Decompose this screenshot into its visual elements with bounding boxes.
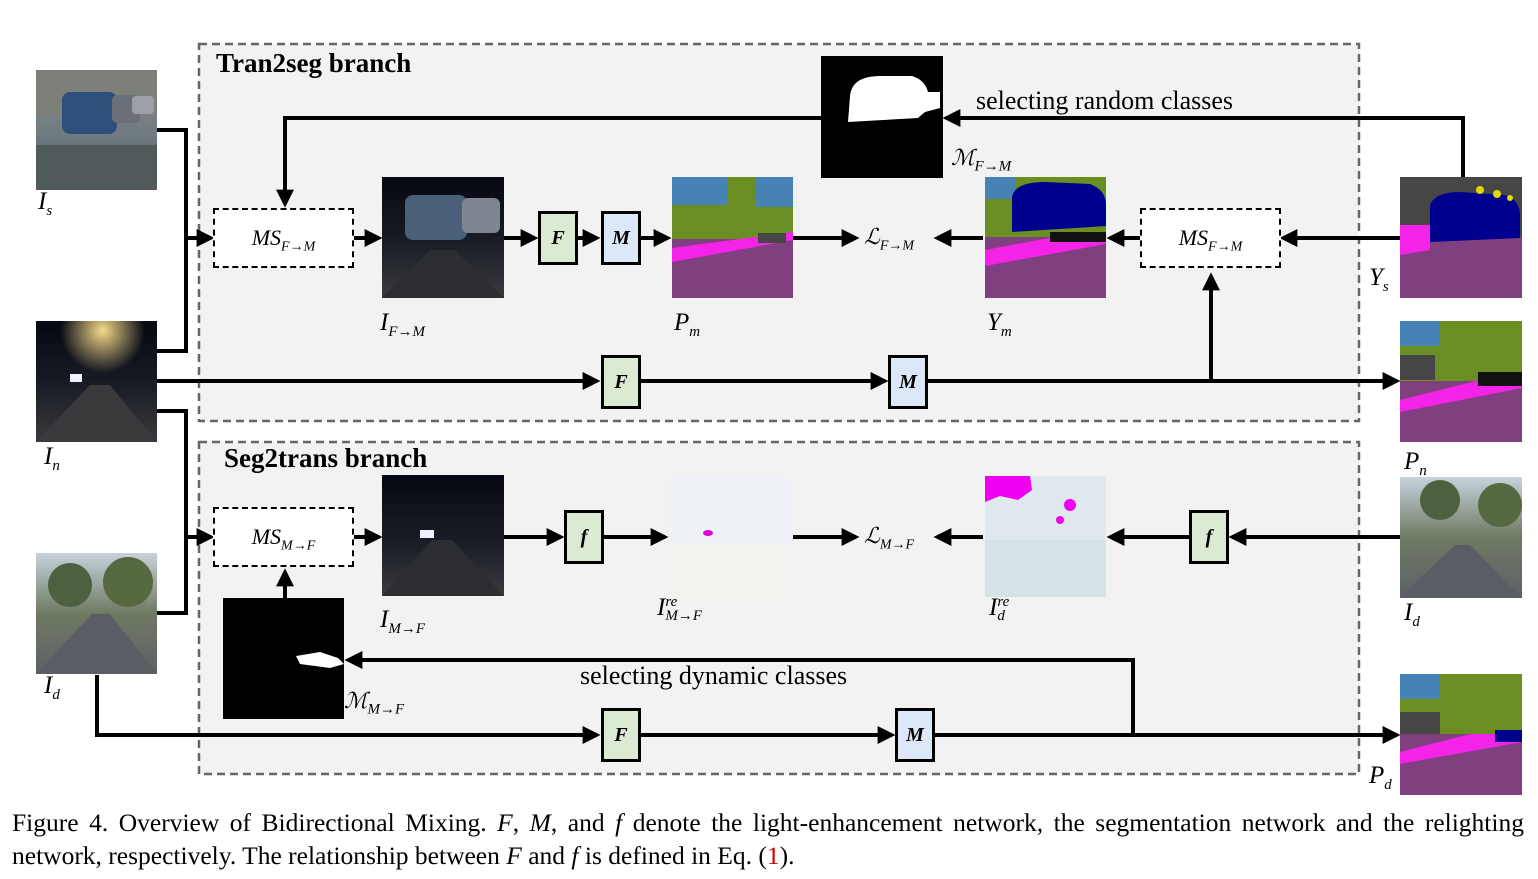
label-mask-MFM: ℳF→M — [951, 145, 1012, 175]
ms-box-bottom: MSM→F — [213, 507, 354, 567]
label-Pm: Pm — [674, 309, 701, 340]
module-M-top: M — [601, 211, 641, 265]
module-M-middle: M — [888, 355, 928, 409]
ms-box-top-left: MSF→M — [213, 208, 354, 268]
image-IMF — [382, 475, 504, 596]
label-IMF: IM→F — [380, 606, 425, 637]
image-mask-MMF — [223, 598, 344, 719]
label-Id-right: Id — [1404, 599, 1420, 630]
label-Ys: Ys — [1369, 264, 1389, 295]
image-Ym — [985, 177, 1106, 298]
label-IFM: IF→M — [380, 309, 425, 340]
module-F-middle: F — [601, 355, 641, 409]
selecting-dynamic-classes-note: selecting dynamic classes — [580, 661, 848, 690]
module-f-relight-left: f — [564, 510, 604, 564]
label-Is: Is — [38, 188, 53, 219]
label-mask-MMF: ℳM→F — [344, 688, 405, 718]
image-Ys — [1400, 177, 1522, 298]
ms-box-top-right: MSF→M — [1140, 208, 1281, 268]
image-Id-right — [1400, 477, 1522, 598]
loss-F-to-M: ℒF→M — [864, 224, 915, 254]
image-Ire-MF — [669, 477, 791, 598]
label-In: In — [44, 443, 60, 474]
image-Id-left — [36, 553, 157, 674]
image-Pd — [1400, 674, 1522, 795]
label-Pd: Pd — [1369, 762, 1392, 793]
image-mask-MFM — [821, 56, 943, 178]
image-Pm — [672, 177, 793, 298]
module-F-top: F — [538, 211, 578, 265]
image-Pn — [1400, 321, 1522, 442]
loss-M-to-F: ℒM→F — [864, 523, 915, 553]
module-M-bottom: M — [895, 708, 935, 762]
module-F-bottom: F — [601, 708, 641, 762]
label-Id-left: Id — [44, 672, 60, 703]
image-Is — [36, 70, 157, 190]
image-In — [36, 321, 157, 442]
label-Pn: Pn — [1404, 448, 1427, 479]
tran2seg-branch-title: Tran2seg branch — [216, 48, 412, 78]
figure-caption: Figure 4. Overview of Bidirectional Mixi… — [12, 808, 1524, 870]
label-Ym: Ym — [987, 309, 1012, 340]
seg2trans-branch-title: Seg2trans branch — [224, 443, 428, 473]
selecting-random-classes-note: selecting random classes — [976, 86, 1234, 115]
image-Ire-d — [985, 476, 1106, 597]
image-IFM — [382, 177, 504, 298]
equation-ref-link[interactable]: 1 — [766, 841, 780, 870]
module-f-relight-right: f — [1189, 510, 1229, 564]
diagram-canvas — [36, 42, 1522, 795]
